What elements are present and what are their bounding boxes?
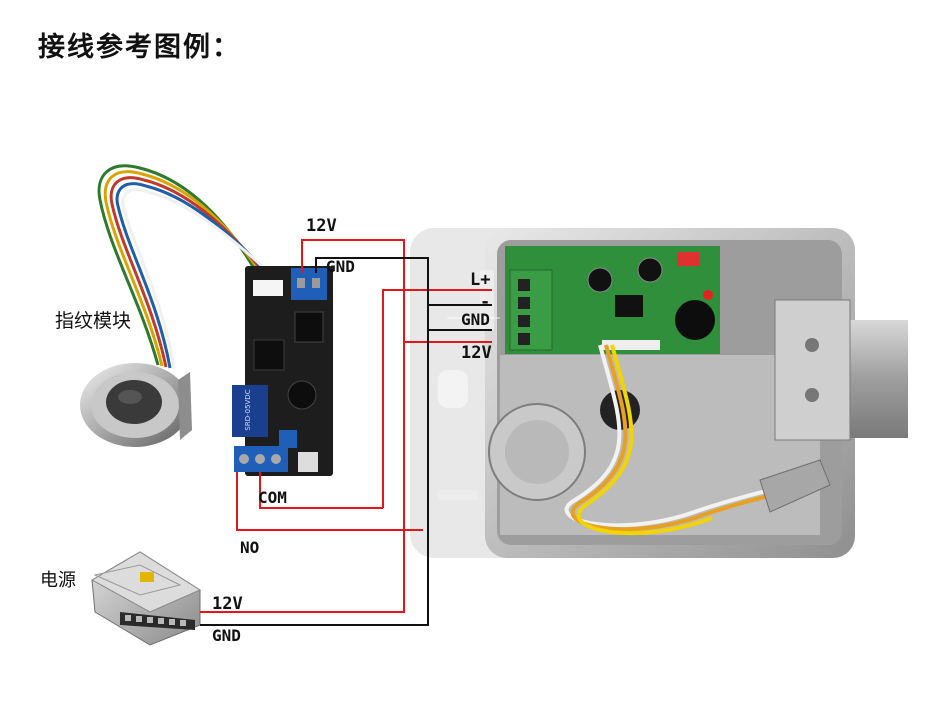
electric-lock: [410, 228, 908, 558]
fingerprint-module-label: 指纹模块: [55, 310, 132, 332]
top-gnd-label: GND: [326, 257, 355, 276]
relay-no-label: NO: [240, 538, 260, 557]
red-wires: [200, 239, 492, 613]
psu-gnd-label: GND: [212, 626, 241, 645]
svg-text:SRD-05VDC: SRD-05VDC: [244, 389, 252, 430]
black-wires: [200, 257, 492, 626]
power-supply-unit: [90, 551, 202, 646]
power-supply-label: 电源: [40, 570, 76, 591]
lock-gnd-label: GND: [461, 310, 490, 329]
controller-board: SRD-05VDC: [232, 266, 333, 476]
lock-minus-label: -: [480, 292, 491, 312]
lock-12v-label: 12V: [461, 343, 492, 363]
psu-12v-label: 12V: [212, 594, 243, 614]
page-title: 接线参考图例：: [38, 32, 241, 63]
fingerprint-sensor: [80, 164, 277, 447]
relay-com-label: COM: [258, 488, 287, 507]
lock-l-plus-label: L+: [470, 270, 491, 290]
top-12v-label: 12V: [306, 216, 337, 236]
